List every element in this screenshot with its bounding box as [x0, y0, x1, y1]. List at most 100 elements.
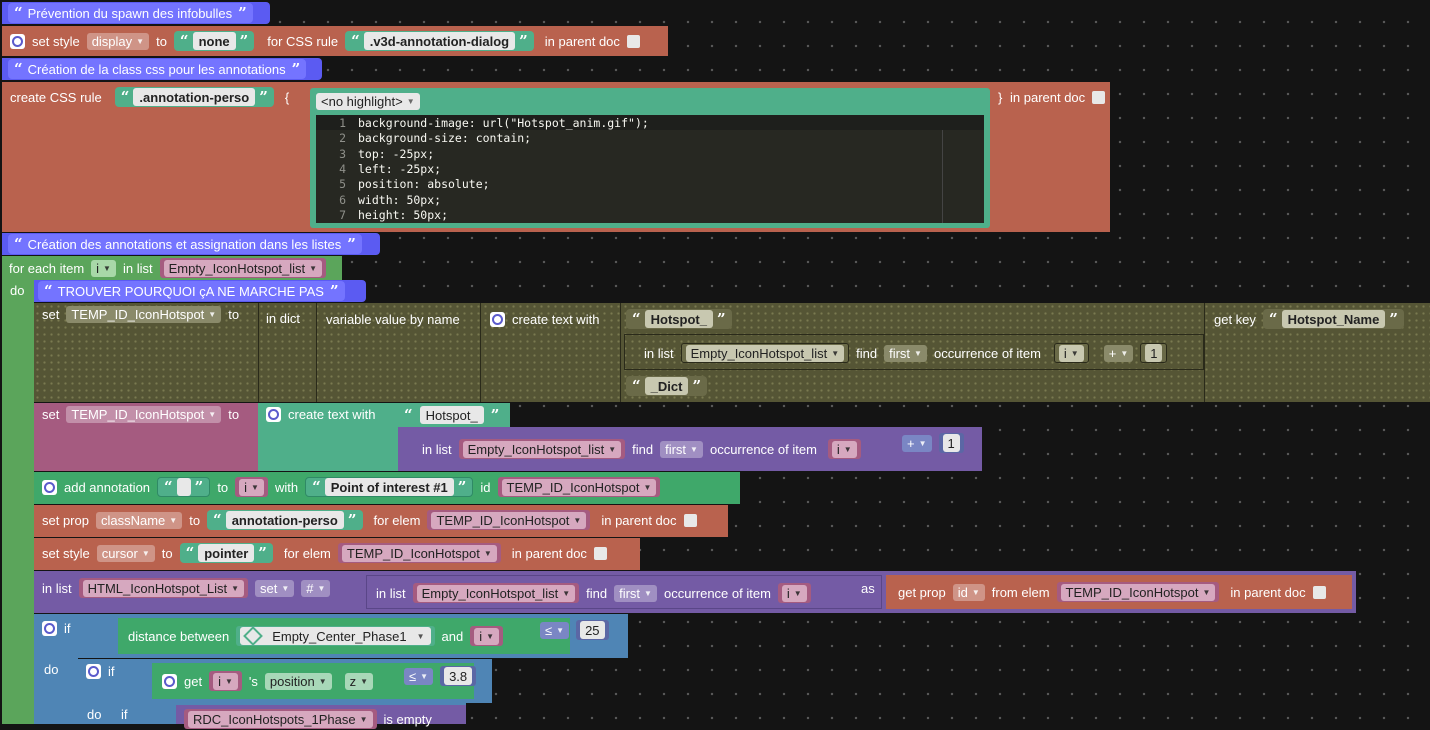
- chevron-down-icon: ▼: [644, 588, 652, 598]
- code-line[interactable]: left: -25px;: [358, 161, 442, 176]
- if-block-2[interactable]: if get i▼ 's position▼ z▼ ≤▼ 3.8: [78, 659, 492, 703]
- if-block-3[interactable]: if RDC_IconHotspots_1Phase▼ is empty: [112, 703, 466, 729]
- comment-text-3[interactable]: “ Création des annotations et assignatio…: [8, 234, 362, 254]
- number-value[interactable]: 25: [576, 620, 609, 640]
- list-variable[interactable]: RDC_IconHotspots_1Phase▼: [184, 709, 377, 729]
- compare-operator-dropdown[interactable]: ≤▼: [404, 667, 434, 685]
- gear-icon[interactable]: [490, 311, 505, 327]
- set-variable-text-block[interactable]: set TEMP_ID_IconHotspot▼ to: [34, 403, 262, 471]
- comment-block-1[interactable]: “ Prévention du spawn des infobulles ”: [2, 2, 270, 24]
- in-parent-doc-checkbox[interactable]: [683, 513, 697, 527]
- list-index-dropdown[interactable]: #▼: [301, 579, 331, 597]
- find-mode-dropdown[interactable]: first▼: [884, 344, 927, 362]
- set-style-elem-block[interactable]: set style cursor▼ to “pointer” for elem …: [34, 538, 640, 570]
- comment-text-2[interactable]: “ Création de la class css pour les anno…: [8, 59, 307, 79]
- comment-text-1[interactable]: “ Prévention du spawn des infobulles ”: [8, 3, 253, 23]
- add-annotation-block[interactable]: add annotation “” to i▼ with “Point of i…: [34, 472, 740, 504]
- highlight-dropdown[interactable]: <no highlight>▼: [316, 92, 420, 110]
- elem-variable[interactable]: TEMP_ID_IconHotspot▼: [1056, 582, 1220, 602]
- text-empty[interactable]: “”: [157, 477, 211, 497]
- loop-variable-dropdown[interactable]: i▼: [91, 259, 116, 277]
- gear-icon[interactable]: [86, 663, 101, 679]
- get-prop-block[interactable]: get prop id▼ from elem TEMP_ID_IconHotsp…: [886, 575, 1352, 609]
- if-block-1[interactable]: if distance between Empty_Center_Phase1▼…: [34, 614, 628, 658]
- set-prop-block[interactable]: set prop className▼ to “annotation-perso…: [34, 505, 728, 537]
- number-value[interactable]: 1: [1140, 343, 1168, 363]
- number-value[interactable]: 3.8: [440, 666, 477, 686]
- elem-variable[interactable]: TEMP_ID_IconHotspot▼: [337, 543, 501, 563]
- comment-block-3[interactable]: “ Création des annotations et assignatio…: [2, 233, 380, 255]
- item-variable[interactable]: i▼: [1053, 343, 1089, 363]
- comment-block-2[interactable]: “ Création de la class css pour les anno…: [2, 58, 322, 80]
- variable-dropdown[interactable]: TEMP_ID_IconHotspot▼: [66, 405, 222, 423]
- css-selector-text[interactable]: “.annotation-perso”: [114, 87, 274, 107]
- in-parent-doc-checkbox[interactable]: [593, 546, 607, 560]
- style-property-dropdown[interactable]: display▼: [86, 32, 150, 50]
- math-operator-dropdown[interactable]: +▼: [902, 434, 932, 452]
- item-variable[interactable]: i▼: [827, 439, 861, 459]
- list-variable[interactable]: HTML_IconHotspot_List▼: [78, 578, 248, 598]
- compare-operator-dropdown[interactable]: ≤▼: [540, 621, 570, 639]
- code-line[interactable]: width: 50px;: [358, 192, 442, 207]
- code-line[interactable]: height: 50px;: [358, 207, 449, 222]
- text-value-css-rule[interactable]: “.v3d-annotation-dialog”: [345, 31, 534, 51]
- list-variable[interactable]: Empty_IconHotspot_list▼: [458, 439, 626, 459]
- code-line[interactable]: background-image: url("Hotspot_anim.gif"…: [358, 116, 649, 130]
- item-variable[interactable]: i▼: [777, 583, 811, 603]
- number-value[interactable]: 1: [938, 433, 964, 453]
- transform-property-dropdown[interactable]: position▼: [264, 672, 332, 690]
- set-style-css-rule-block[interactable]: set style display▼ to “none” for CSS rul…: [2, 26, 668, 56]
- item-variable[interactable]: i▼: [235, 477, 268, 497]
- id-variable[interactable]: TEMP_ID_IconHotspot▼: [497, 477, 661, 497]
- code-line[interactable]: position: absolute;: [358, 177, 490, 192]
- list-mode-dropdown[interactable]: set▼: [255, 579, 295, 597]
- for-each-loop-block[interactable]: for each item i▼ in list Empty_IconHotsp…: [2, 256, 342, 280]
- gear-icon[interactable]: [162, 673, 177, 689]
- math-operator-dropdown[interactable]: +▼: [1103, 344, 1134, 362]
- style-property-dropdown[interactable]: cursor▼: [96, 544, 155, 562]
- text-hotspot-block[interactable]: “ Hotspot_ ”: [398, 403, 510, 427]
- is-empty-block[interactable]: RDC_IconHotspots_1Phase▼ is empty: [176, 705, 466, 729]
- code-line[interactable]: background-size: contain;: [358, 131, 532, 146]
- object-selector[interactable]: Empty_Center_Phase1▼: [236, 626, 435, 646]
- text-annotation[interactable]: “Point of interest #1”: [305, 477, 474, 497]
- create-text-block[interactable]: create text with: [258, 403, 400, 471]
- list-find-block[interactable]: in list Empty_IconHotspot_list▼ find fir…: [398, 427, 982, 471]
- text-hotspot-prefix[interactable]: “Hotspot_”: [626, 309, 732, 329]
- in-parent-doc-checkbox[interactable]: [1312, 585, 1326, 599]
- variable-dropdown[interactable]: TEMP_ID_IconHotspot▼: [66, 305, 222, 323]
- list-variable[interactable]: Empty_IconHotspot_list▼: [159, 258, 327, 278]
- set-variable-dict-block[interactable]: set TEMP_ID_IconHotspot▼ to in dict vari…: [34, 303, 1430, 402]
- gear-icon[interactable]: [266, 406, 281, 422]
- item-variable[interactable]: i▼: [209, 671, 242, 691]
- find-mode-dropdown[interactable]: first▼: [614, 584, 657, 602]
- text-key[interactable]: “Hotspot_Name”: [1262, 309, 1404, 329]
- chevron-down-icon: ▼: [141, 548, 150, 558]
- list-set-block[interactable]: in list HTML_IconHotspot_List▼ set▼ #▼ i…: [34, 571, 1356, 613]
- comment-text-4[interactable]: “ TROUVER POURQUOI çA NE MARCHE PAS ”: [38, 281, 345, 301]
- axis-dropdown[interactable]: z▼: [344, 672, 374, 690]
- text-hotspot-prefix[interactable]: Hotspot_: [419, 406, 484, 424]
- in-parent-doc-checkbox[interactable]: [626, 34, 640, 48]
- in-parent-doc-checkbox[interactable]: [1092, 90, 1106, 104]
- list-variable[interactable]: Empty_IconHotspot_list▼: [680, 343, 850, 363]
- text-value-none[interactable]: “none”: [173, 31, 255, 51]
- gear-icon[interactable]: [42, 479, 57, 495]
- prop-dropdown[interactable]: className▼: [95, 511, 183, 529]
- distance-block[interactable]: distance between Empty_Center_Phase1▼ an…: [118, 618, 570, 654]
- text-class-name[interactable]: “annotation-perso”: [207, 510, 363, 530]
- item-variable[interactable]: i▼: [470, 626, 504, 646]
- gear-icon[interactable]: [10, 33, 25, 49]
- elem-variable[interactable]: TEMP_ID_IconHotspot▼: [427, 510, 591, 530]
- prop-dropdown[interactable]: id▼: [952, 583, 985, 601]
- text-cursor-value[interactable]: “pointer”: [179, 543, 273, 563]
- gear-icon[interactable]: [42, 620, 57, 636]
- comment-block-4[interactable]: “ TROUVER POURQUOI çA NE MARCHE PAS ”: [34, 280, 366, 302]
- create-css-rule-block[interactable]: create CSS rule “.annotation-perso” { } …: [2, 82, 1110, 232]
- find-mode-dropdown[interactable]: first▼: [660, 440, 703, 458]
- code-line[interactable]: top: -25px;: [358, 146, 435, 161]
- list-variable[interactable]: Empty_IconHotspot_list▼: [412, 583, 580, 603]
- text-dict-suffix[interactable]: “_Dict”: [626, 376, 708, 396]
